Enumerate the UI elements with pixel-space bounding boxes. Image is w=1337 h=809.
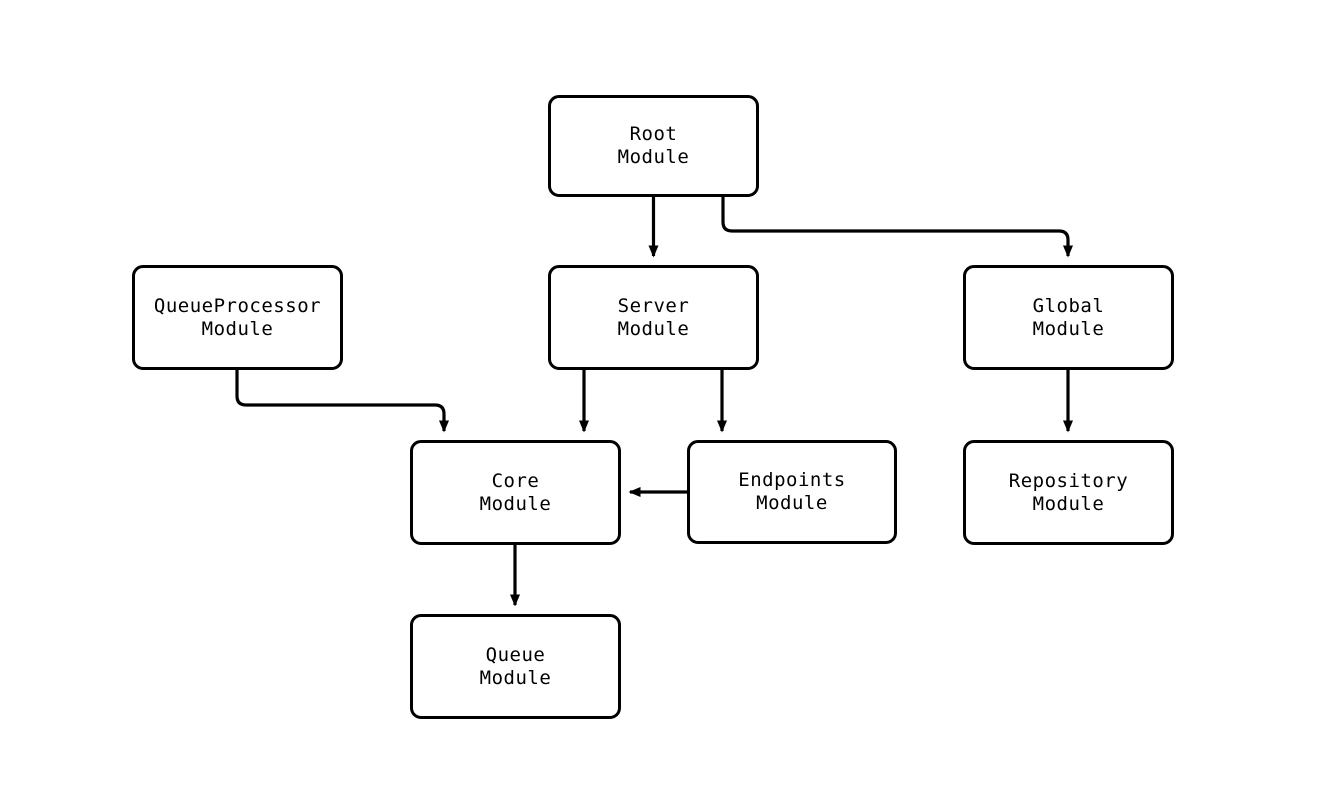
node-core-module-line1: Core [491,469,540,492]
node-server-module-line2: Module [617,317,690,340]
node-server-module[interactable]: Server Module [548,265,759,370]
node-root-module[interactable]: Root Module [548,95,759,197]
node-root-module-line2: Module [617,146,690,168]
edge-queueprocessor-to-core [235,370,449,433]
node-global-module-line2: Module [1032,317,1105,340]
node-server-module-line1: Server [617,294,690,317]
node-queueprocessor-module-line1: QueueProcessor [153,294,322,317]
node-core-module-line2: Module [479,492,552,515]
node-queueprocessor-module[interactable]: QueueProcessor Module [132,265,343,370]
node-global-module[interactable]: Global Module [963,265,1174,370]
node-endpoints-module-line2: Module [756,492,828,514]
node-queue-module-line2: Module [479,666,552,689]
node-endpoints-module[interactable]: Endpoints Module [687,440,897,544]
node-repository-module-line1: Repository [1008,469,1129,492]
node-root-module-line1: Root [629,123,678,145]
node-core-module[interactable]: Core Module [410,440,621,545]
node-queueprocessor-module-line2: Module [201,317,274,340]
node-queue-module[interactable]: Queue Module [410,614,621,719]
node-repository-module-line2: Module [1032,492,1105,515]
node-queue-module-line1: Queue [485,643,546,666]
edge-root-to-global [721,197,1073,258]
node-repository-module[interactable]: Repository Module [963,440,1174,545]
node-global-module-line1: Global [1032,294,1105,317]
node-endpoints-module-line1: Endpoints [738,469,846,491]
